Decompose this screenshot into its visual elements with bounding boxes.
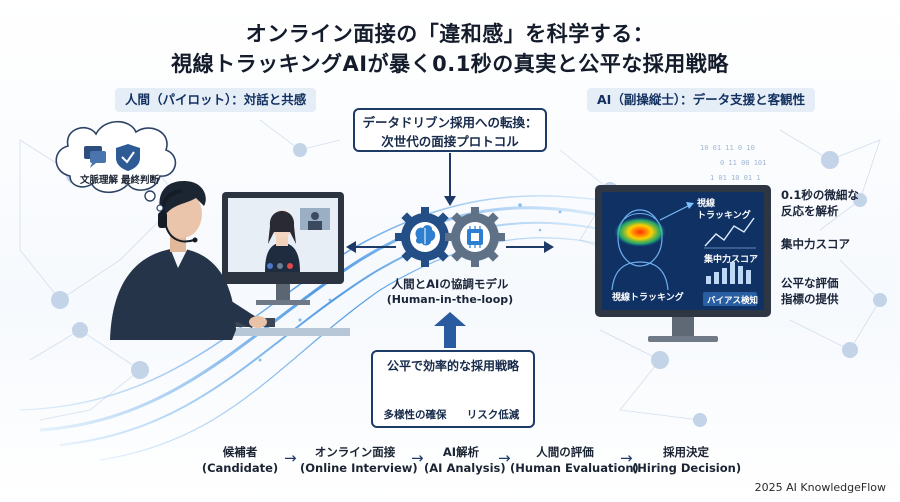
- diversity-label: 多様性の確保: [383, 409, 447, 421]
- flow-step-candidate-en: (Candidate): [201, 461, 279, 475]
- arrow-right-to-ai-monitor: [506, 241, 554, 253]
- svg-text:0 11 00 101: 0 11 00 101: [720, 159, 766, 167]
- flow-step-online-interview-en: (Online Interview): [300, 461, 418, 475]
- flow-arrow-4: →: [620, 449, 633, 467]
- flow-step-ai-analysis-en: (AI Analysis): [424, 461, 506, 475]
- left-monitor: [200, 192, 350, 336]
- human-pilot-header: 人間（パイロット）：対話と共感: [115, 88, 317, 112]
- right-text-micro-reaction-2: 反応を解析: [781, 204, 839, 218]
- shield-check-icon: [116, 144, 140, 171]
- fair-hiring-strategy-title: 公平で効率的な採用戦略: [386, 359, 519, 373]
- right-text-fair-metrics: 公平な評価 指標の提供: [781, 275, 839, 307]
- chip-gear-icon: [445, 207, 505, 267]
- flow-step-human-evaluation-en: (Human Evaluation): [510, 461, 639, 475]
- right-text-fair-metrics-2: 指標の提供: [781, 292, 839, 306]
- arrow-up-from-bottom-box: [434, 312, 466, 348]
- right-text-micro-reaction-1: 0.1秒の微細な: [781, 188, 859, 202]
- flow-arrow-2: →: [411, 449, 424, 467]
- thought-item-context: 文脈理解: [80, 175, 119, 186]
- thought-bubble: [55, 120, 177, 212]
- flow-step-ai-analysis-ja: AI解析: [442, 445, 480, 459]
- right-text-focus-score: 集中力スコア: [781, 237, 850, 251]
- flow-step-ai-analysis: AI解析 (AI Analysis): [424, 444, 506, 476]
- flow-step-hiring-decision: 採用決定 (Hiring Decision): [632, 444, 742, 476]
- screen-label-tracking-2: トラッキング: [697, 211, 751, 221]
- flow-step-online-interview: オンライン面接 (Online Interview): [300, 444, 418, 476]
- svg-text:1 01 10 01 1: 1 01 10 01 1: [710, 174, 761, 182]
- fair-hiring-strategy-box: 公平で効率的な採用戦略 多様性の確保 リスク低減: [371, 350, 535, 428]
- flow-arrow-1: →: [284, 449, 297, 467]
- screen-label-focus-score: 集中力スコア: [704, 255, 759, 265]
- svg-text:10 01 11 0 10: 10 01 11 0 10: [700, 144, 755, 152]
- footer-credit: 2025 AI KnowledgeFlow: [754, 481, 886, 494]
- arrow-left-to-monitor: [346, 241, 396, 253]
- ai-monitor: [595, 185, 771, 342]
- flow-step-candidate-ja: 候補者: [222, 445, 258, 459]
- human-in-the-loop-label: (Human-in-the-loop): [386, 293, 514, 306]
- data-driven-shift-line-2: 次世代の面接プロトコル: [381, 134, 519, 149]
- collaboration-model-label: 人間とAIの協調モデル: [391, 277, 509, 291]
- screen-label-eye-tracking: 視線トラッキング: [612, 293, 684, 303]
- arrow-down-from-top-box: [444, 153, 456, 206]
- screen-label-tracking-1: 視線: [697, 199, 716, 209]
- right-text-fair-metrics-1: 公平な評価: [781, 276, 839, 290]
- flow-step-candidate: 候補者 (Candidate): [200, 444, 280, 476]
- thought-item-final-decision: 最終判断: [121, 175, 160, 186]
- right-text-micro-reaction: 0.1秒の微細な 反応を解析: [781, 187, 859, 219]
- title-line-1: オンライン面接の「違和感」を科学する：: [245, 22, 655, 46]
- chat-icon: [84, 146, 106, 168]
- flow-step-human-evaluation: 人間の評価 (Human Evaluation): [510, 444, 639, 476]
- flow-step-online-interview-ja: オンライン面接: [314, 445, 396, 459]
- flow-step-human-evaluation-ja: 人間の評価: [536, 445, 594, 459]
- data-driven-shift-line-1: データドリブン採用への転換：: [362, 115, 538, 130]
- flow-arrow-3: →: [498, 449, 511, 467]
- screen-label-bias-detection: バイアス検知: [707, 296, 759, 306]
- ai-copilot-header: AI（副操縦士）：データ支援と客観性: [587, 88, 816, 112]
- flow-step-hiring-decision-ja: 採用決定: [663, 445, 709, 459]
- flow-step-hiring-decision-en: (Hiring Decision): [632, 461, 742, 475]
- interviewer-figure: [110, 181, 267, 340]
- data-driven-shift-box: データドリブン採用への転換： 次世代の面接プロトコル: [353, 108, 547, 152]
- title-line-2: 視線トラッキングAIが暴く0.1秒の真実と公平な採用戦略: [171, 52, 729, 76]
- risk-reduction-label: リスク低減: [466, 409, 520, 421]
